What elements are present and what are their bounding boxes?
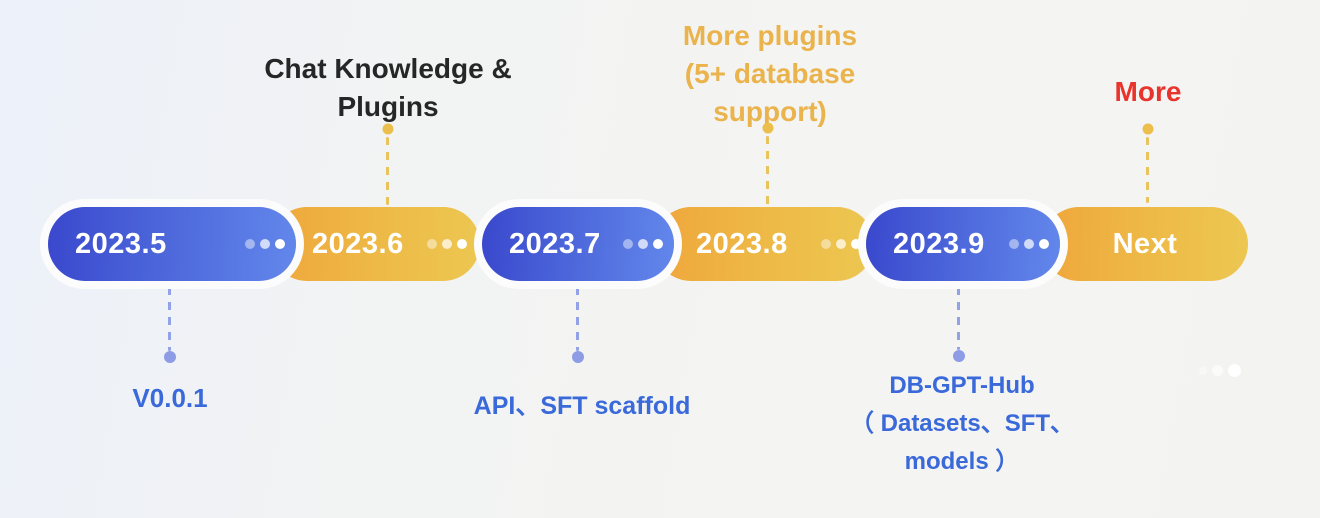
segment-date-label: Next [1112,227,1178,260]
timeline-segment-2023-9: 2023.9 [866,207,1060,281]
timeline-segment-2023-5: 2023.5 [48,207,296,281]
annotation-line: API、SFT scaffold [473,392,691,420]
connector-dot [762,122,774,134]
segment-date-label: 2023.5 [75,227,167,260]
connector-dot [382,123,394,135]
ellipsis-dots-icon [245,239,285,249]
segment-date-label: 2023.8 [696,227,788,260]
timeline-segment-2023-6: 2023.6 [270,207,480,281]
annotation-line: models ） [904,448,1020,475]
timeline-segment-2023-8: 2023.8 [654,207,874,281]
annotation-chat-knowledge: Chat Knowledge & Plugins [264,50,511,126]
ellipsis-dots-icon [427,239,467,249]
connector-dashed-line [957,287,960,350]
ellipsis-dots-icon [623,239,663,249]
annotation-dbgpt-hub: DB-GPT-Hub （ Datasets、SFT、 models ） [850,367,1074,481]
background-ellipsis-dots-icon [1199,364,1241,377]
connector-dot [953,350,965,362]
annotation-line: More plugins [682,20,858,51]
connector-dashed-line [766,136,769,205]
annotation-line: Plugins [337,91,439,122]
connector-dot [1142,123,1154,135]
annotation-line: V0.0.1 [132,383,208,413]
ellipsis-dots-icon [1009,239,1049,249]
connector-dashed-line [386,137,389,205]
segment-date-label: 2023.6 [312,227,404,260]
annotation-more-plugins: More plugins (5+ database support) [683,17,857,131]
annotation-more: More [1115,76,1182,108]
annotation-line: Chat Knowledge & [264,53,512,84]
connector-dashed-line [1146,137,1149,203]
timeline-segment-next: Next [1042,207,1248,281]
annotation-line: (5+ database [684,58,856,89]
connector-dot [164,351,176,363]
connector-dot [572,351,584,363]
ellipsis-dots-icon [821,239,861,249]
timeline-segment-2023-7: 2023.7 [482,207,674,281]
connector-dashed-line [168,287,171,351]
connector-dashed-line [576,287,579,351]
segment-date-label: 2023.9 [893,227,985,260]
annotation-line: support) [713,96,827,127]
annotation-line: More [1114,76,1182,107]
annotation-api-sft: API、SFT scaffold [474,387,691,425]
segment-date-label: 2023.7 [509,227,601,260]
annotation-v001: V0.0.1 [132,379,207,417]
annotation-line: DB-GPT-Hub [889,372,1035,399]
annotation-line: （ Datasets、SFT、 [849,410,1075,437]
